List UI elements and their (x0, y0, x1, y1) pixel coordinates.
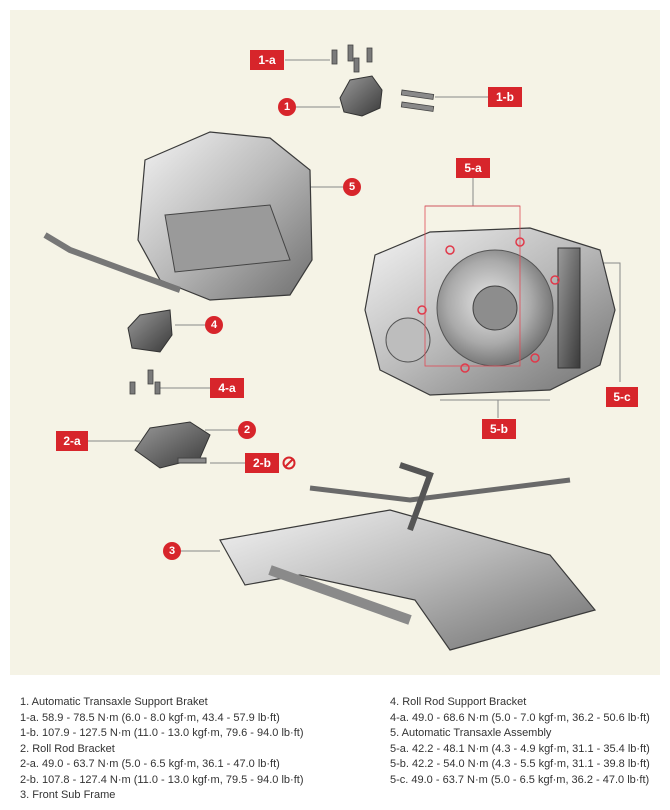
legend-item: 3. Front Sub Frame (20, 789, 116, 801)
transaxle-assembly-left (43, 131, 313, 301)
callout-5b: 5-b (482, 419, 516, 439)
callout-5: 5 (343, 178, 361, 196)
roll-rod-support-bracket (127, 309, 173, 353)
legend-item: 2. Roll Rod Bracket (20, 742, 115, 755)
legend-right-column: 4. Roll Rod Support Bracket 4-a. 49.0 - … (390, 695, 650, 788)
roll-rod-bracket (134, 421, 211, 469)
transaxle-assembly-right (364, 205, 616, 396)
callout-3: 3 (163, 542, 181, 560)
diagram-artwork (43, 44, 621, 651)
legend-left-column: 1. Automatic Transaxle Support Braket 1-… (20, 695, 303, 804)
legend-item: 4. Roll Rod Support Bracket (390, 696, 527, 708)
legend-item: 1. Automatic Transaxle Support Braket (20, 696, 208, 708)
callout-2a: 2-a (56, 431, 88, 451)
callout-1b: 1-b (488, 87, 522, 107)
legend-item: 1-a. 58.9 - 78.5 N·m (6.0 - 8.0 kgf·m, 4… (20, 711, 280, 724)
callout-5a: 5-a (456, 158, 490, 178)
callout-2: 2 (238, 421, 256, 439)
callout-5c: 5-c (606, 387, 638, 407)
legend-item: 5-a. 42.2 - 48.1 N·m (4.3 - 4.9 kgf·m, 3… (390, 742, 650, 755)
legend-item: 2-b. 107.8 - 127.4 N·m (11.0 - 13.0 kgf·… (20, 773, 304, 786)
legend-item: 4-a. 49.0 - 68.6 N·m (5.0 - 7.0 kgf·m, 3… (390, 711, 650, 724)
callout-1a: 1-a (250, 50, 284, 70)
callout-1: 1 (278, 98, 296, 116)
legend-item: 5. Automatic Transaxle Assembly (390, 727, 552, 739)
front-sub-frame (219, 462, 597, 651)
legend-item: 1-b. 107.9 - 127.5 N·m (11.0 - 13.0 kgf·… (20, 727, 304, 739)
callout-4a: 4-a (210, 378, 244, 398)
legend-item: 5-c. 49.0 - 63.7 N·m (5.0 - 6.5 kgf·m, 3… (390, 773, 650, 786)
exploded-diagram: 1-a 1-b 1 5 5-a 4 4-a 2-a 2 2-b 5-c 5-b … (10, 10, 660, 675)
callout-2b: 2-b (245, 453, 279, 473)
legend-item: 2-a. 49.0 - 63.7 N·m (5.0 - 6.5 kgf·m, 3… (20, 758, 280, 770)
prohibited-icon (282, 456, 296, 470)
legend-item: 5-b. 42.2 - 54.0 N·m (4.3 - 5.5 kgf·m, 3… (390, 758, 650, 770)
callout-4: 4 (205, 316, 223, 334)
transaxle-support-bracket (339, 75, 383, 117)
